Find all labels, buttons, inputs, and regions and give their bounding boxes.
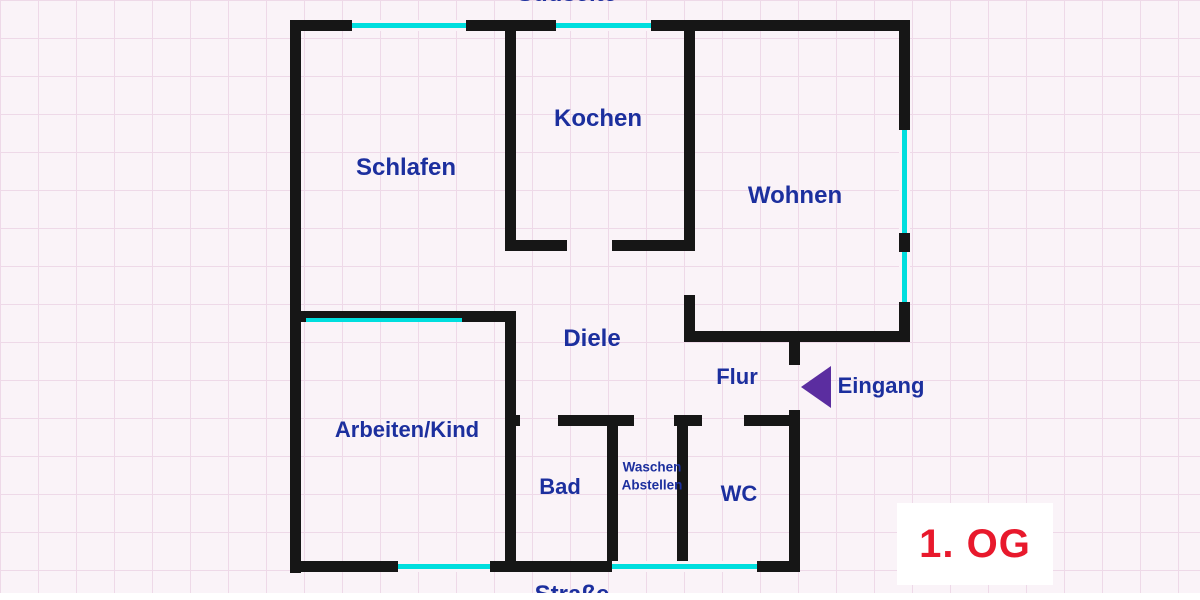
wall-segment-bottomrooms-d — [744, 415, 800, 426]
wall-segment-bottom — [290, 561, 800, 572]
wall-segment-kochen-bottom-b — [612, 240, 695, 251]
wall-segment-right-lower-a — [789, 331, 800, 365]
room-label-waschen: Waschen — [622, 459, 682, 475]
page-edge-strip — [0, 593, 1200, 600]
wall-segment-kochen-right — [684, 20, 695, 251]
top-edge-label: Südseite — [517, 0, 617, 8]
wall-segment-wohnen-bottom — [690, 331, 910, 342]
room-label-bad: Bad — [539, 474, 581, 499]
window-kochen-top — [556, 20, 651, 31]
wall-segment-kochen-bottom-a — [505, 240, 567, 251]
room-label-wohnen: Wohnen — [747, 182, 843, 209]
window-schlafen-top — [352, 20, 466, 31]
wall-segment-right-lower-b — [789, 410, 800, 572]
wall-segment-left — [290, 20, 301, 573]
room-label-flur: Flur — [716, 364, 758, 389]
window-arbeiten-bottom — [398, 561, 490, 572]
room-label-schlafen: Schlafen — [355, 154, 457, 181]
wall-segment-diele-arbeiten — [505, 311, 516, 572]
room-label-abstellen: Abstellen — [621, 477, 683, 492]
wall-segment-bad-waschen — [607, 415, 618, 572]
wall-segment-schlafen-arbeiten — [290, 311, 516, 322]
room-label-waschen-abstellen: Waschen Abstellen — [622, 458, 683, 493]
wall-segment-bottomrooms-a — [505, 415, 520, 426]
room-label-diele: Diele — [563, 325, 621, 352]
wall-segment-bottomrooms-b — [558, 415, 634, 426]
room-label-arbeiten-kind: Arbeiten/Kind — [334, 417, 480, 442]
wall-segment-kochen-left — [505, 20, 516, 251]
floor-label: 1. OG — [919, 521, 1031, 566]
room-label-wc: WC — [720, 481, 758, 506]
wall-segment-wohnen-diele-stub — [684, 295, 695, 342]
window-wohnen-right-a — [899, 130, 910, 233]
room-label-kochen: Kochen — [553, 105, 643, 132]
entrance-arrow-icon — [801, 366, 831, 408]
window-wc-bottom — [612, 561, 757, 572]
entrance-label: Eingang — [837, 373, 925, 398]
wall-segment-waschen-wc — [677, 415, 688, 572]
floor-label-box: 1. OG — [897, 503, 1053, 585]
window-schlafen-arbeiten — [306, 318, 462, 322]
wall-segment-bottomrooms-c — [674, 415, 702, 426]
window-wohnen-right-b — [899, 252, 910, 302]
